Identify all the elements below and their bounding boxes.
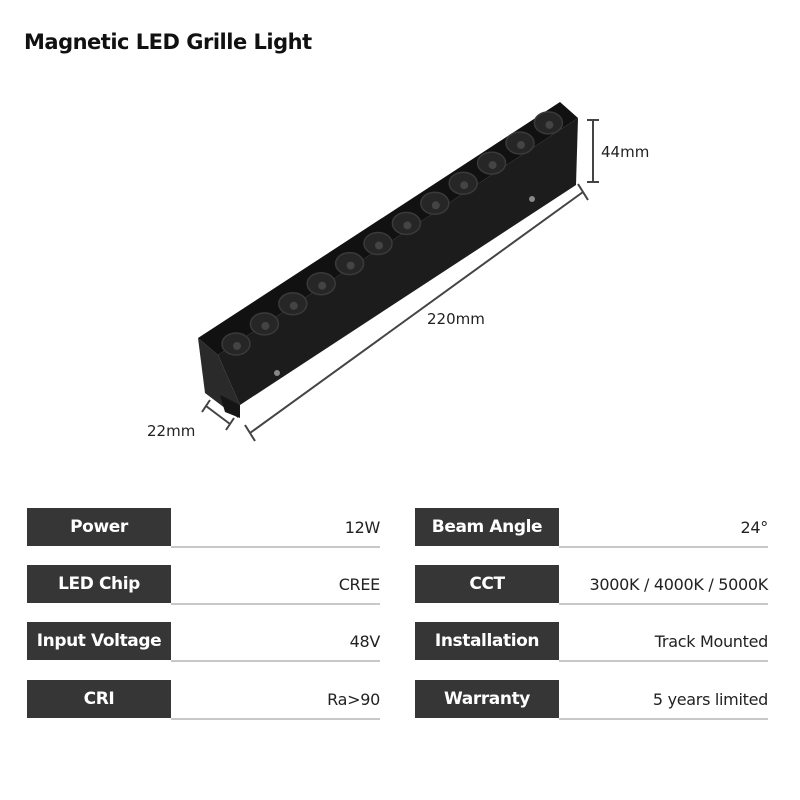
spec-row-cri: CRI Ra>90 [27,680,380,720]
lens-row [221,111,564,356]
lens-center [488,161,497,170]
lens-center [346,261,355,270]
width-label: 22mm [147,422,196,440]
divider [171,718,380,720]
spec-row-led-chip: LED Chip CREE [27,565,380,605]
length-label: 220mm [427,310,485,328]
lens-center [460,181,469,190]
spec-row-cct: CCT 3000K / 4000K / 5000K [415,565,768,605]
spec-label: Warranty [415,680,559,718]
spec-row-beam-angle: Beam Angle 24° [415,508,768,548]
spec-value: 5 years limited [652,689,768,709]
spec-label: Beam Angle [415,508,559,546]
spec-row-power: Power 12W [27,508,380,548]
page-title: Magnetic LED Grille Light [24,30,312,54]
lens-center [289,301,298,310]
divider [559,718,768,720]
height-dimension-line [587,119,599,183]
divider [171,546,380,548]
product-illustration [198,102,599,442]
length-dimension-line [244,183,589,442]
lens-center [517,141,525,149]
lens-center [431,201,440,210]
spec-row-warranty: Warranty 5 years limited [415,680,768,720]
divider [559,546,768,548]
led-grille-light-body [198,102,578,418]
height-label: 44mm [601,143,650,161]
spec-label: Power [27,508,171,546]
divider [559,603,768,605]
lens-center [233,342,241,350]
divider [171,603,380,605]
spec-label: LED Chip [27,565,171,603]
spec-label: CRI [27,680,171,718]
dimension-lines [201,119,599,442]
lens-center [375,241,383,250]
spec-label: CCT [415,565,559,603]
spec-value: 48V [349,631,381,651]
spec-value: 12W [344,517,381,537]
spec-label: Installation [415,622,559,660]
divider [559,660,768,662]
spec-row-input-voltage: Input Voltage 48V [27,622,380,662]
spec-row-installation: Installation Track Mounted [415,622,768,662]
spec-value: CREE [338,574,381,594]
spec-value: 3000K / 4000K / 5000K [589,574,769,594]
lens-center [318,281,327,290]
divider [171,660,380,662]
lens-center [545,120,554,129]
spec-label: Input Voltage [27,622,171,660]
lens-center [261,321,270,330]
lens-center [403,221,412,230]
spec-value: 24° [740,517,769,537]
spec-value: Ra>90 [327,689,380,709]
spec-value: Track Mounted [654,631,769,651]
width-dimension-line [201,399,235,431]
